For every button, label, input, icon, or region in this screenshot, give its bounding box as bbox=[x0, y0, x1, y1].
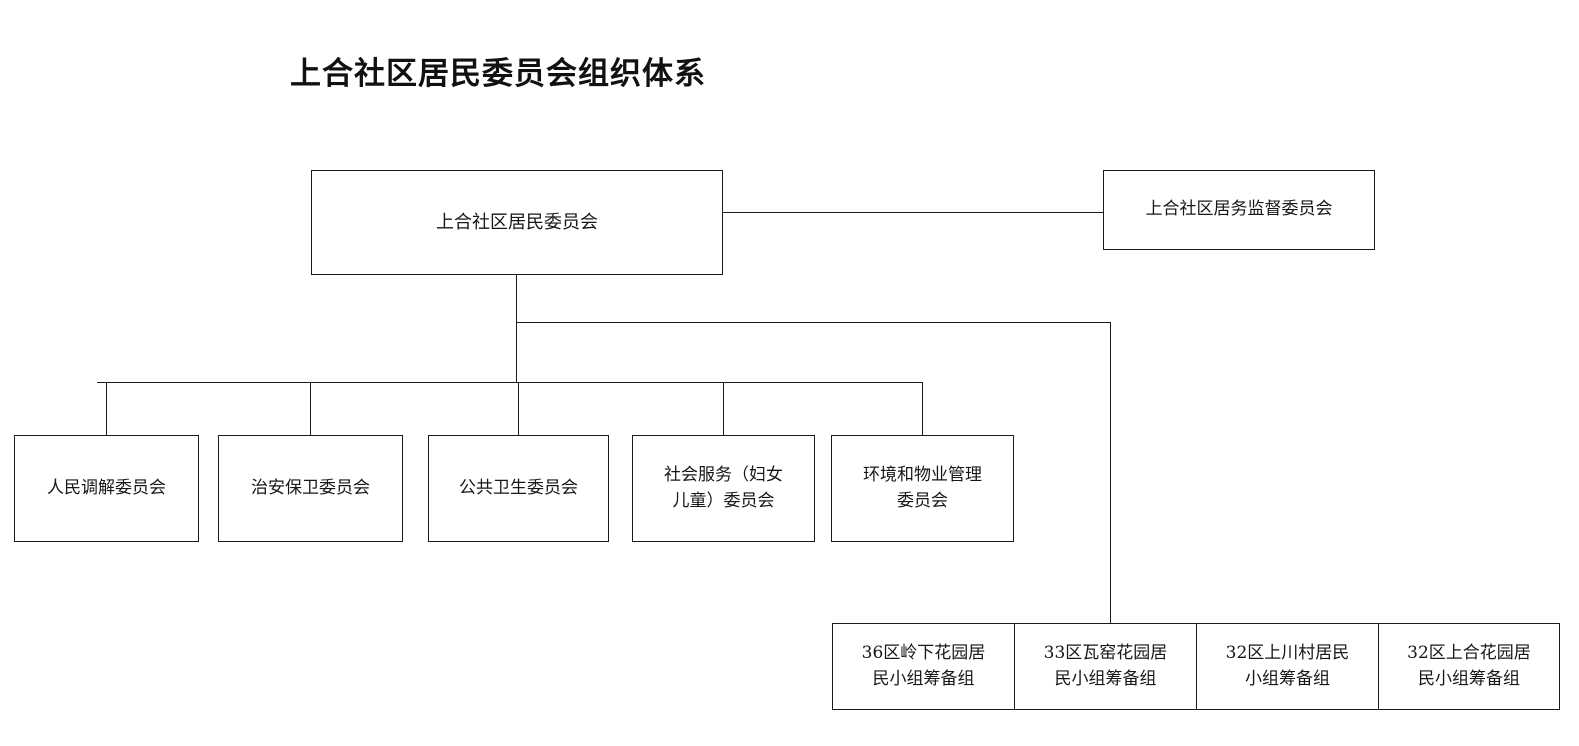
node-group-wayao-label: 33区瓦窑花园居 民小组筹备组 bbox=[1043, 643, 1168, 689]
node-committee-environment[interactable]: 环境和物业管理 委员会 bbox=[831, 435, 1014, 542]
connector-drop-committee-3 bbox=[518, 382, 520, 435]
connector-drop-committee-5 bbox=[922, 382, 924, 435]
node-root[interactable]: 上合社区居民委员会 bbox=[311, 170, 723, 275]
node-committee-social-label: 社会服务（妇女 儿童）委员会 bbox=[664, 465, 783, 511]
connector-trunk-lower bbox=[516, 322, 518, 382]
page-title: 上合社区居民委员会组织体系 bbox=[290, 56, 706, 92]
connector-bus-to-groups bbox=[516, 322, 1111, 324]
connector-groups-drop bbox=[1110, 322, 1112, 623]
node-committee-health[interactable]: 公共卫生委员会 bbox=[428, 435, 609, 542]
node-group-lingxia[interactable]: 36区岭下花园居 民小组筹备组 bbox=[832, 623, 1015, 710]
node-committee-environment-label: 环境和物业管理 委员会 bbox=[863, 465, 982, 511]
connector-root-to-supervisory bbox=[723, 212, 1103, 214]
node-group-shangchuan[interactable]: 32区上川村居民 小组筹备组 bbox=[1196, 623, 1379, 710]
node-committee-mediation-label: 人民调解委员会 bbox=[47, 477, 166, 498]
node-committee-security-label: 治安保卫委员会 bbox=[251, 477, 370, 498]
connector-root-trunk bbox=[516, 275, 518, 323]
connector-drop-committee-1 bbox=[106, 382, 108, 435]
node-group-shanghe-label: 32区上合花园居 民小组筹备组 bbox=[1407, 643, 1531, 689]
node-group-wayao[interactable]: 33区瓦窑花园居 民小组筹备组 bbox=[1014, 623, 1197, 710]
connector-committee-bus bbox=[97, 382, 923, 384]
node-committee-social[interactable]: 社会服务（妇女 儿童）委员会 bbox=[632, 435, 815, 542]
connector-drop-committee-4 bbox=[723, 382, 725, 435]
node-committee-mediation[interactable]: 人民调解委员会 bbox=[14, 435, 199, 542]
node-committee-health-label: 公共卫生委员会 bbox=[459, 477, 578, 498]
node-supervisory-label: 上合社区居务监督委员会 bbox=[1145, 199, 1333, 220]
node-supervisory[interactable]: 上合社区居务监督委员会 bbox=[1103, 170, 1375, 250]
node-root-label: 上合社区居民委员会 bbox=[436, 212, 598, 233]
node-group-shanghe[interactable]: 32区上合花园居 民小组筹备组 bbox=[1378, 623, 1560, 710]
connector-drop-committee-2 bbox=[310, 382, 312, 435]
node-group-shangchuan-label: 32区上川村居民 小组筹备组 bbox=[1225, 643, 1350, 689]
node-group-lingxia-label: 36区岭下花园居 民小组筹备组 bbox=[861, 643, 986, 689]
node-committee-security[interactable]: 治安保卫委员会 bbox=[218, 435, 403, 542]
